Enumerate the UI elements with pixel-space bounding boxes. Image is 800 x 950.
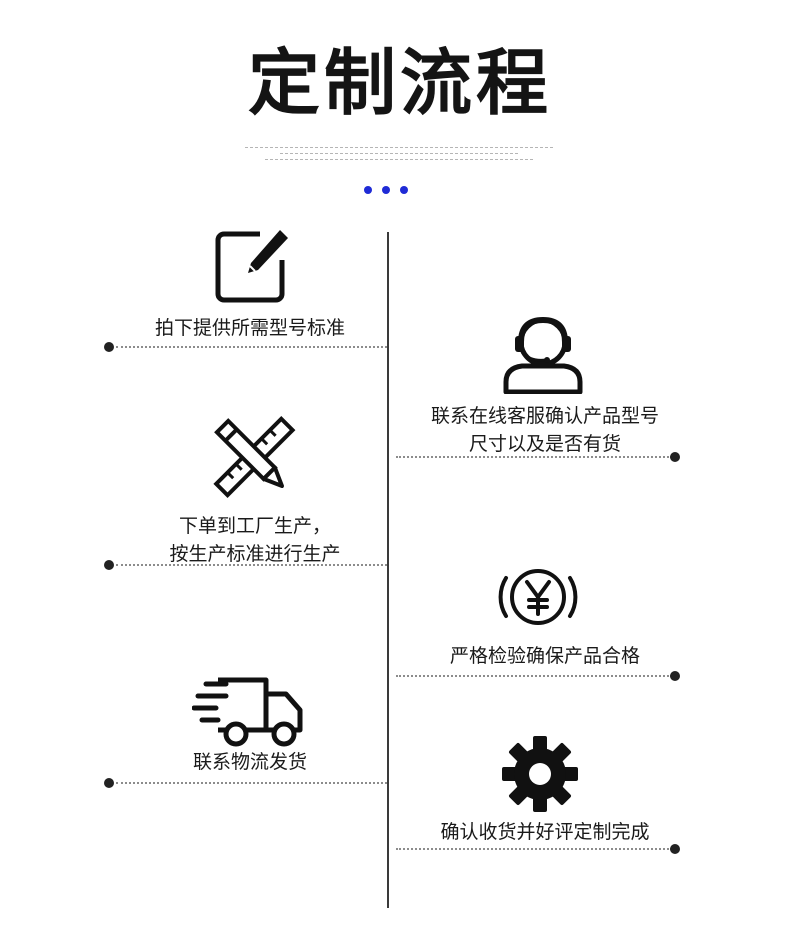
timeline-node [104,778,114,788]
customer-service-icon [500,312,586,398]
subtitle-line [245,147,555,148]
step-6-label: 确认收货并好评定制完成 [400,818,690,846]
timeline-connector [116,782,387,784]
timeline-axis [387,232,389,908]
subtitle-line [280,153,520,154]
step-5-line-1: 联系物流发货 [192,751,307,773]
step-3-line-1: 下单到工厂生产， [178,515,331,537]
timeline-node [104,560,114,570]
timeline-node [670,452,680,462]
step-2-line-1: 联系在线客服确认产品型号 [430,405,659,427]
step-2-line-2: 尺寸以及是否有货 [468,433,621,455]
timeline-node [670,844,680,854]
timeline-connector [116,564,387,566]
step-4-line-1: 严格检验确保产品合格 [449,645,640,667]
truck-icon [191,676,306,752]
step-3-line-2: 按生产标准进行生产 [169,543,341,565]
step-5-label: 联系物流发货 [110,748,390,776]
timeline-node [104,342,114,352]
edit-icon [214,226,288,308]
ruler-pencil-icon [208,414,298,504]
decorative-subtitle [230,142,570,160]
accent-dot [400,186,408,194]
step-2-label: 联系在线客服确认产品型号 尺寸以及是否有货 [400,402,690,458]
yen-icon [496,560,580,638]
step-6-line-1: 确认收货并好评定制完成 [440,821,650,843]
accent-dot [382,186,390,194]
step-1-label: 拍下提供所需型号标准 [110,314,390,342]
timeline-node [670,671,680,681]
timeline-connector [396,675,672,677]
step-4-label: 严格检验确保产品合格 [400,642,690,670]
accent-dots [364,186,408,194]
step-1-line-1: 拍下提供所需型号标准 [154,317,345,339]
accent-dot [364,186,372,194]
subtitle-line [265,159,535,160]
timeline-connector [396,848,672,850]
timeline-connector [116,346,387,348]
step-3-label: 下单到工厂生产， 按生产标准进行生产 [110,512,400,568]
page-title: 定制流程 [247,41,552,125]
gear-icon [502,736,578,816]
timeline-connector [396,456,672,458]
